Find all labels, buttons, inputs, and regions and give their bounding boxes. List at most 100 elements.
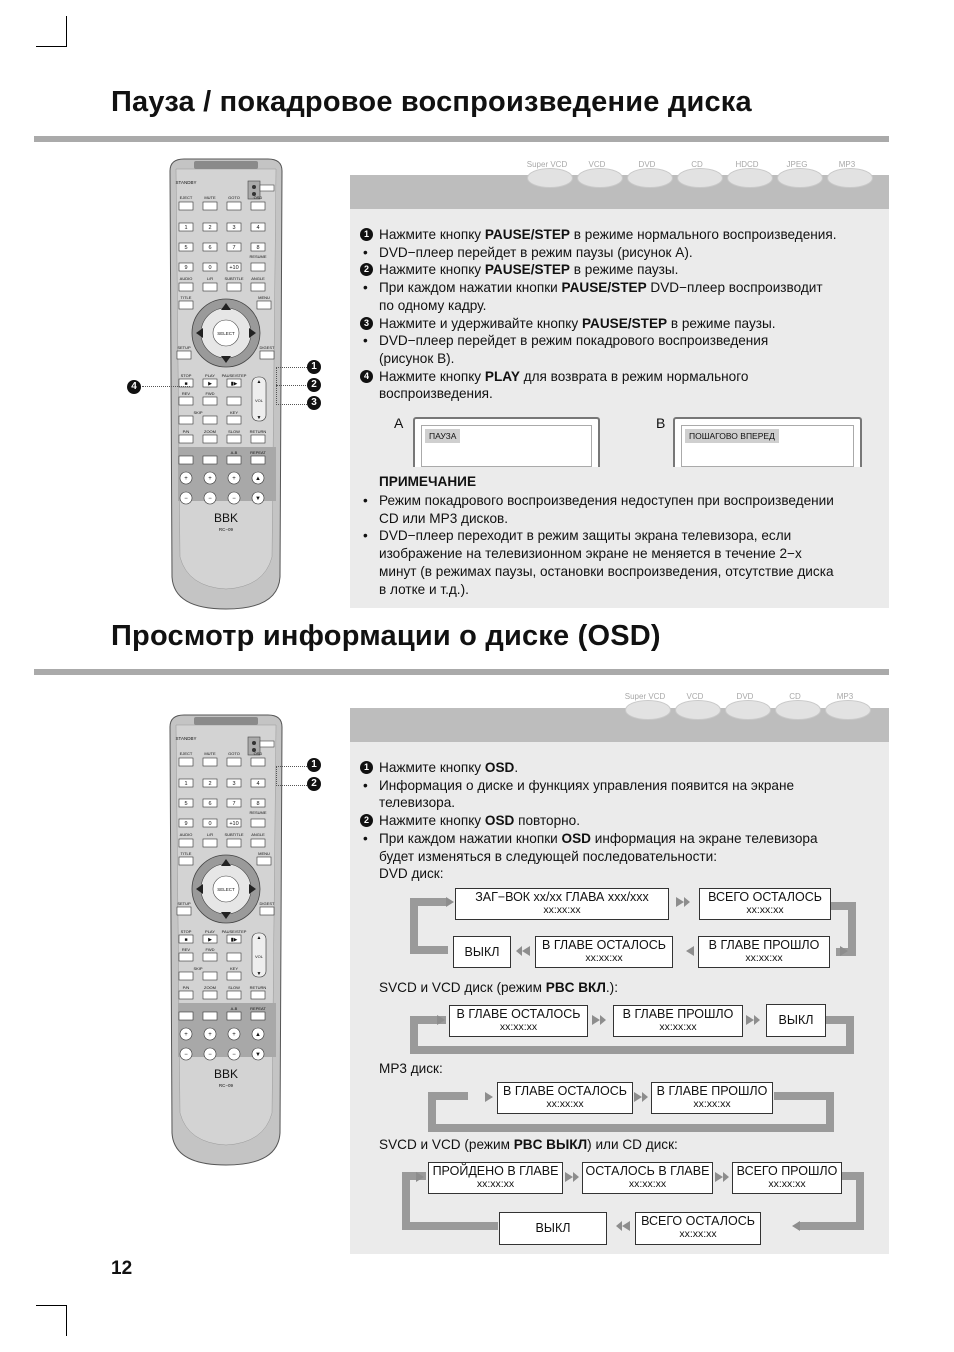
remote-button-label: 5 <box>184 801 187 807</box>
continuation-line: DVD диск: <box>360 865 888 883</box>
remote-button <box>178 818 194 828</box>
arrow-icon <box>416 1172 424 1182</box>
flow-line <box>856 1172 864 1230</box>
remote-label: REPEAT <box>250 1006 266 1011</box>
bullet-icon: • <box>363 777 368 793</box>
step-text: воспроизведения. <box>379 386 493 402</box>
setup-button <box>176 350 192 360</box>
remote-button <box>178 1011 194 1021</box>
crop-mark-bottom <box>36 1305 67 1336</box>
remote-label: OSD <box>254 751 263 756</box>
remote-button <box>202 818 218 828</box>
remote-label: ANGLE <box>251 832 265 837</box>
transport-icon: ▮▶ <box>231 381 238 387</box>
arrow-icon <box>676 897 690 907</box>
remote-label: ZOOM <box>204 429 216 434</box>
power-icon <box>252 192 256 196</box>
screen-a-label: ПАУЗА <box>425 429 461 443</box>
remote-button <box>202 1011 218 1021</box>
volume-rocker <box>251 932 267 978</box>
transport-button <box>202 934 218 944</box>
callout-line-2 <box>276 385 306 386</box>
plus-button <box>227 471 241 485</box>
minus-icon: − <box>208 496 212 502</box>
remote-label: FWD <box>205 391 214 396</box>
step-text: При каждом нажатии кнопки PAUSE/STEP DVD… <box>379 280 823 296</box>
callout-1: 1 <box>307 360 321 374</box>
disc-icon: MP3 <box>821 692 871 720</box>
disc-icon: Super VCD <box>621 692 671 720</box>
plus-icon: + <box>208 1032 212 1038</box>
step-text: CD или MP3 дисков. <box>379 510 509 526</box>
remote-button <box>250 455 266 465</box>
remote-button-label: 6 <box>208 245 211 251</box>
remote-label: RETURN <box>250 429 267 434</box>
digest-button <box>259 906 275 916</box>
callout-line-osd <box>276 766 307 786</box>
remote-label: SLOW <box>228 985 240 990</box>
remote-label: REPEAT <box>250 450 266 455</box>
continuation-line: изображение на телевизионном экране не м… <box>360 545 888 563</box>
remote-button-label: 7 <box>232 245 235 251</box>
remote-button <box>250 818 266 828</box>
disc-label: HDCD <box>735 160 759 169</box>
remote-label: A-B <box>231 1006 238 1011</box>
digest-button <box>259 350 275 360</box>
remote-button <box>202 838 218 848</box>
flow-line <box>402 1172 410 1230</box>
remote-label: A-B <box>231 450 238 455</box>
ir-window <box>194 161 258 169</box>
arrow-icon <box>565 1172 579 1182</box>
callout-line-4 <box>142 386 190 387</box>
remote-label: REV <box>182 947 191 952</box>
remote-button <box>226 838 242 848</box>
remote-label: STOP <box>181 929 192 934</box>
title-button <box>178 856 194 866</box>
remote-button <box>178 455 194 465</box>
disc-label: VCD <box>686 692 704 701</box>
arrow-icon <box>485 1092 493 1102</box>
remote-label: SUBTITLE <box>224 832 243 837</box>
arrow-icon <box>616 1221 630 1231</box>
select-button <box>212 875 240 903</box>
minus-icon: ▼ <box>255 1052 261 1058</box>
plus-button <box>179 471 193 485</box>
flow-line <box>402 1172 426 1180</box>
remote-button-label: 4 <box>256 225 259 231</box>
remote-button <box>250 201 266 211</box>
transport-button <box>202 378 218 388</box>
setup-button <box>176 906 192 916</box>
remote-label: DIGEST <box>260 901 275 906</box>
continuation-line: воспроизведения. <box>360 385 888 403</box>
step-text: минут (в режимах паузы, остановки воспро… <box>379 563 834 579</box>
flow-line <box>410 1016 446 1024</box>
continuation-line: по одному кадру. <box>360 297 888 315</box>
remote-label: SETUP <box>177 345 191 350</box>
svcd-pbc-on-label: SVCD и VCD диск (режим PBC ВКЛ.): <box>379 980 618 995</box>
minus-button <box>251 1047 265 1061</box>
remote-button <box>250 990 266 1000</box>
arrow-icon <box>634 1092 648 1102</box>
screen-b-label: ПОШАГОВО ВПЕРЕД <box>685 429 779 443</box>
section2-title: Просмотр информации о диске (OSD) <box>111 620 661 652</box>
remote-label: RESUME <box>249 810 266 815</box>
remote-button-label: 3 <box>232 781 235 787</box>
remote-button-label: 3 <box>232 225 235 231</box>
flow-line <box>410 898 446 906</box>
rev-button <box>178 952 194 962</box>
plus-icon: + <box>184 1032 188 1038</box>
skip-button <box>226 971 242 981</box>
remote-label: SKIP <box>193 410 202 415</box>
remote-button <box>226 222 242 232</box>
remote-button-label: +10 <box>229 821 238 827</box>
model-label: RC−09 <box>219 527 234 532</box>
